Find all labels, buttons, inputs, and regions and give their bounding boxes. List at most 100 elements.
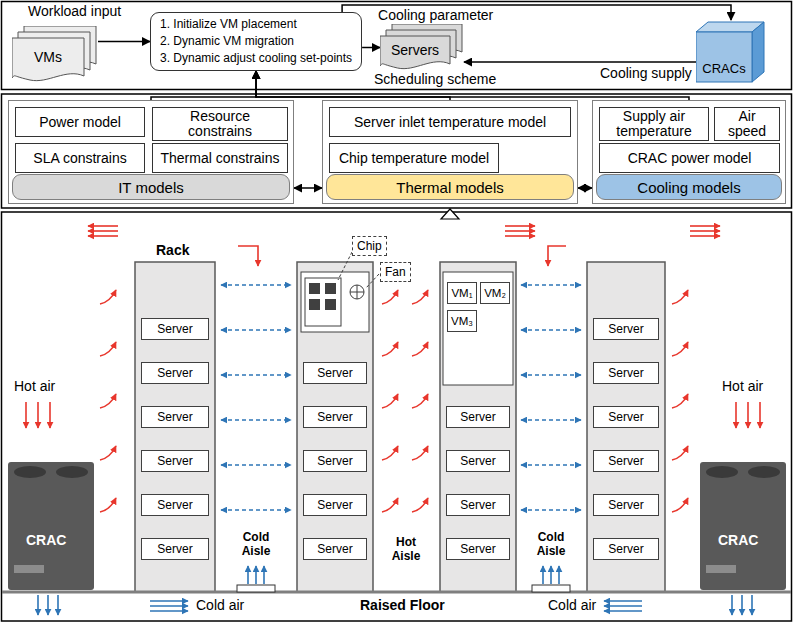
server-label: Server — [446, 406, 510, 428]
hot-air-arrow — [412, 394, 428, 408]
cold-air-arrow — [751, 595, 753, 615]
cold-air-arrow — [741, 595, 743, 615]
model-box: SLA constrains — [15, 143, 145, 173]
cold-air-arrow — [550, 566, 552, 584]
node-text: Servers — [391, 42, 439, 58]
chip-server — [325, 283, 336, 294]
chip-server — [305, 278, 341, 326]
hot-air-arrow — [238, 246, 258, 266]
rack — [297, 262, 373, 592]
hot-air-arrow — [505, 225, 535, 227]
edge-label: Cooling supply — [598, 65, 694, 81]
model-box: CRAC power model — [599, 143, 780, 173]
part-label: Fan — [380, 262, 411, 282]
hot-air-arrow — [747, 402, 749, 428]
model-band: IT models — [12, 174, 290, 200]
flow-arrow — [464, 61, 696, 63]
hot-air-arrow — [412, 446, 428, 460]
cold-air-arrow — [247, 566, 249, 584]
cold-air-arrow — [150, 600, 188, 602]
server-label: Server — [303, 450, 367, 472]
flow-arrow — [151, 71, 256, 100]
cube-front — [696, 32, 752, 82]
cold-air-arrow — [221, 464, 291, 466]
crac-unit — [14, 565, 44, 573]
rack — [440, 262, 516, 592]
hot-air-arrow — [88, 225, 118, 227]
node-text: SLA constrains — [33, 151, 126, 166]
cold-air-arrow — [47, 595, 49, 615]
chip-server — [309, 283, 320, 294]
node-text: Cooling models — [637, 179, 740, 196]
model-box: Power model — [15, 107, 145, 137]
part-label: Scheduling scheme — [374, 71, 496, 87]
hot-air-arrow — [25, 402, 27, 428]
crac-cube: CRACs — [696, 20, 766, 84]
floor-grille — [237, 585, 275, 592]
server-label: Server — [141, 318, 209, 340]
chip-server — [357, 285, 358, 299]
model-box: Resource constrains — [152, 107, 288, 141]
server-label: Server — [446, 538, 510, 560]
server-label: Server — [303, 494, 367, 516]
model-band: Cooling models — [596, 174, 782, 200]
cold-air-arrow — [521, 509, 581, 511]
cold-air-arrow — [221, 509, 291, 511]
node-text: CRAC power model — [628, 151, 752, 166]
cold-air-arrow — [263, 566, 265, 584]
node-text: CRACs — [702, 61, 745, 76]
server-label: Server — [446, 494, 510, 516]
hot-air-arrow — [382, 290, 398, 304]
cold-air-arrow — [255, 566, 257, 584]
raised-floor — [2, 591, 791, 594]
node-text: Resource constrains — [157, 109, 283, 139]
cold-air-arrow — [37, 595, 39, 615]
cold-air-arrow — [542, 566, 544, 584]
cold-air-arrow — [221, 419, 291, 421]
hot-air-arrow — [37, 402, 39, 428]
part-label: VM₂ — [480, 282, 510, 304]
part-label: Hot air — [722, 378, 763, 394]
leader-line — [338, 252, 379, 288]
crac-unit — [8, 462, 786, 590]
cold-air-arrow — [221, 329, 291, 331]
cold-air-arrow — [521, 374, 581, 376]
server-label: Server — [141, 406, 209, 428]
part-label: Raised Floor — [360, 597, 445, 613]
flow-arrow — [362, 47, 380, 49]
cold-air-arrow — [604, 600, 642, 602]
hot-air-arrow — [505, 235, 535, 237]
server-label: Server — [446, 450, 510, 472]
part-label: Cold air — [548, 597, 596, 613]
rack — [135, 262, 665, 592]
server-label: Server — [141, 494, 209, 516]
cold-air-arrow — [558, 566, 560, 584]
model-box: Server inlet temperature model — [329, 107, 571, 137]
hot-air-arrow — [548, 246, 566, 266]
node-text: 2. Dynamic VM migration — [160, 33, 352, 50]
hot-air-arrow — [49, 402, 51, 428]
hot-air-arrow — [690, 225, 720, 227]
node-text: Air speed — [719, 109, 775, 139]
crac-unit — [748, 466, 780, 478]
hot-air-arrow — [412, 290, 428, 304]
hot-air-arrow — [412, 342, 428, 356]
vm-server — [443, 272, 513, 385]
part-label: Workload input — [28, 3, 121, 19]
server-label: Server — [593, 538, 659, 560]
node-text: VMs — [34, 49, 62, 65]
rack — [135, 262, 215, 592]
server-stack: Servers — [380, 24, 464, 72]
node-text: Chip temperature model — [339, 151, 489, 166]
chip-server — [325, 299, 336, 310]
part-label: Cold Aisle — [235, 530, 277, 558]
rack — [587, 262, 665, 592]
cold-air-arrow — [731, 595, 733, 615]
hot-air-arrow — [88, 230, 118, 232]
chip-server — [301, 272, 369, 332]
flow-arrow — [98, 41, 150, 43]
part-label: Hot Aisle — [385, 535, 427, 563]
page-outline — [12, 38, 84, 81]
